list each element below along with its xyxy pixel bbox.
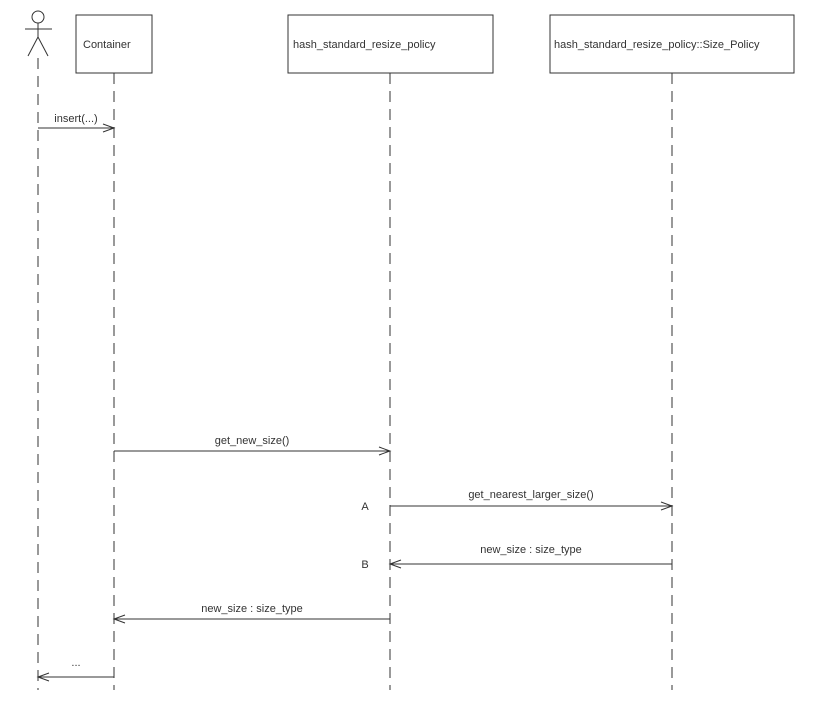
participant-size-policy: hash_standard_resize_policy::Size_Policy xyxy=(549,14,795,74)
participant-box xyxy=(75,14,153,74)
arrowhead-right-icon xyxy=(102,123,116,133)
lifelines xyxy=(37,58,673,690)
message-marker-b: B xyxy=(361,559,368,571)
message-label: insert(...) xyxy=(54,113,97,125)
participant-box xyxy=(287,14,494,74)
message-get-new-size: get_new_size() xyxy=(114,435,392,456)
message-ellipsis-return: ... xyxy=(36,657,114,682)
arrowhead-left-icon xyxy=(112,614,126,624)
participant-label: Container xyxy=(83,39,131,51)
actor-leg-left xyxy=(27,36,39,57)
participant-label: hash_standard_resize_policy::Size_Policy xyxy=(554,39,760,51)
actor-figure xyxy=(25,10,52,57)
message-label: new_size : size_type xyxy=(201,603,303,615)
arrowhead-left-icon xyxy=(388,559,402,569)
participant-box xyxy=(549,14,795,74)
message-label: get_new_size() xyxy=(215,435,290,447)
arrowhead-left-icon xyxy=(36,672,50,682)
actor-head xyxy=(31,10,45,24)
message-new-size-return-1: B new_size : size_type xyxy=(361,544,672,571)
message-new-size-return-2: new_size : size_type xyxy=(112,603,390,624)
participant-hash-standard-resize-policy: hash_standard_resize_policy xyxy=(287,14,494,74)
participant-label: hash_standard_resize_policy xyxy=(293,39,436,51)
message-label: new_size : size_type xyxy=(480,544,582,556)
message-get-nearest-larger-size: A get_nearest_larger_size() xyxy=(361,489,674,513)
arrowhead-right-icon xyxy=(660,501,674,511)
actor-leg-right xyxy=(37,36,49,57)
message-marker-a: A xyxy=(361,501,369,513)
arrowhead-right-icon xyxy=(378,446,392,456)
message-insert: insert(...) xyxy=(38,113,116,133)
message-label: ... xyxy=(71,657,80,669)
participant-container: Container xyxy=(75,14,153,74)
message-label: get_nearest_larger_size() xyxy=(468,489,593,501)
